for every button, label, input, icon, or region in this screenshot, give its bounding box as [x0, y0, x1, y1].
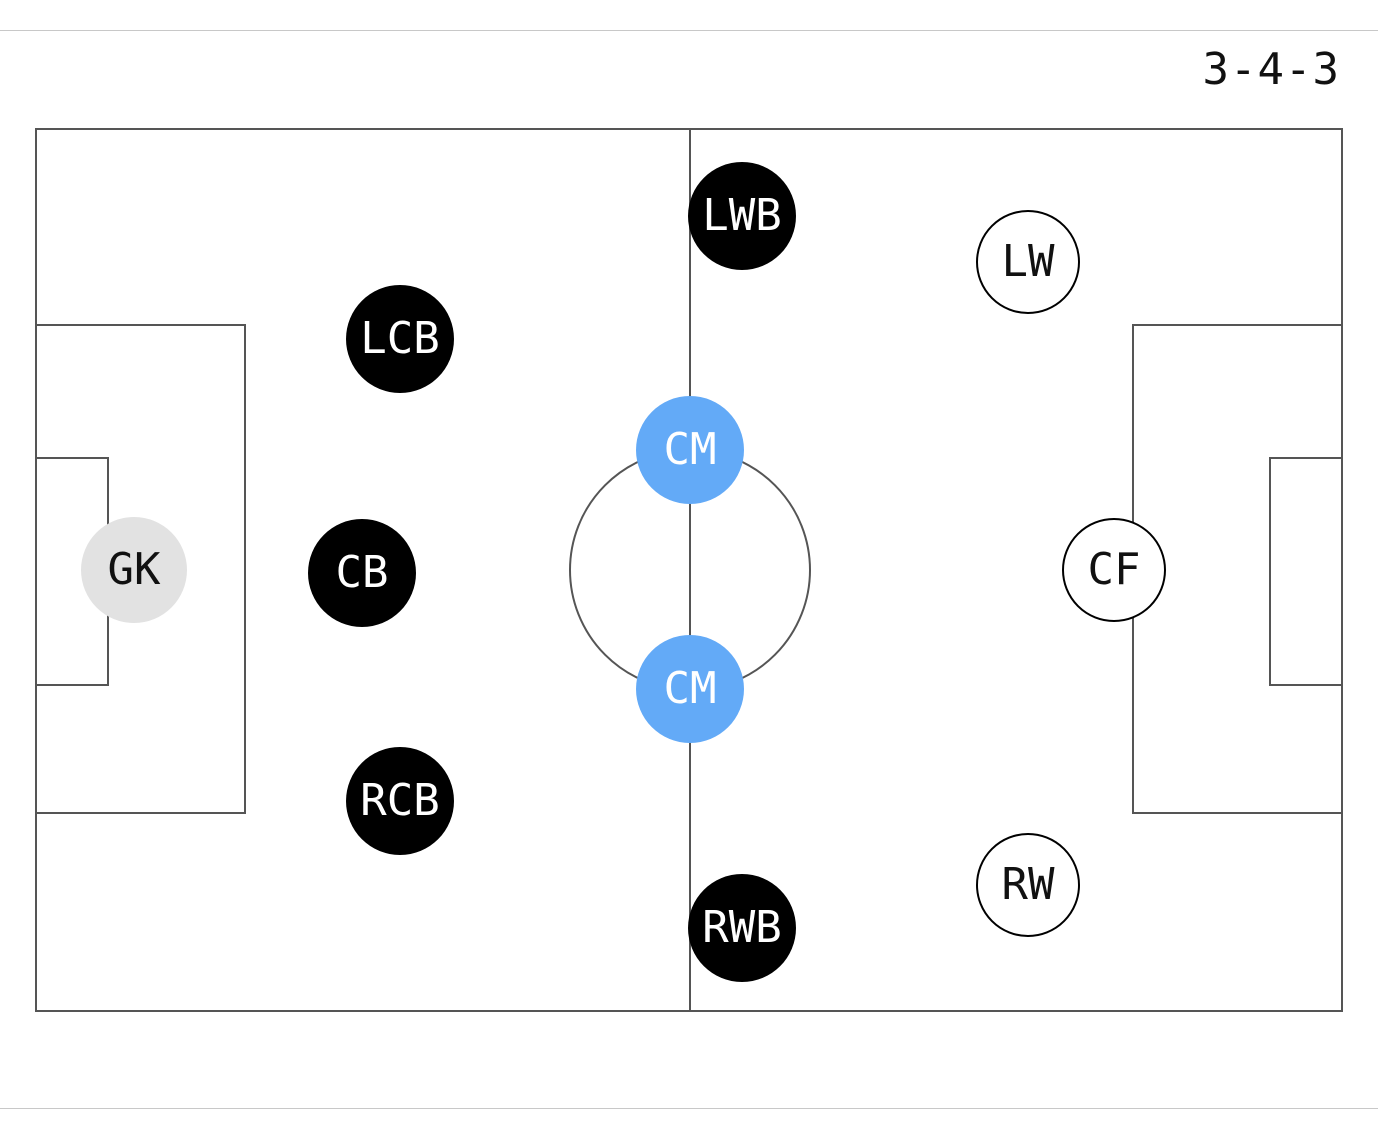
player-circle: [688, 162, 796, 270]
player-marker-gk-0: GK: [81, 517, 187, 623]
player-circle: [688, 874, 796, 982]
player-label: RWB: [702, 902, 781, 953]
player-marker-lcb-1: LCB: [346, 285, 454, 393]
formation-title: 3-4-3: [1202, 44, 1340, 95]
player-label: GK: [108, 544, 161, 595]
player-label: CM: [664, 424, 717, 475]
player-label: CF: [1088, 544, 1141, 595]
player-circle: [308, 519, 416, 627]
player-marker-cm-6: CM: [636, 635, 744, 743]
player-label: RW: [1002, 859, 1055, 910]
top-divider: [0, 30, 1378, 31]
player-label: LWB: [702, 190, 781, 241]
player-marker-lwb-4: LWB: [688, 162, 796, 270]
player-circle: [636, 396, 744, 504]
players-layer: GK LCB CB RCB LWB CM CM RWB LW CF RW: [81, 162, 1166, 982]
player-circle: [1062, 518, 1166, 622]
player-label: CM: [664, 663, 717, 714]
bottom-divider: [0, 1108, 1378, 1109]
player-circle: [636, 635, 744, 743]
player-marker-cm-5: CM: [636, 396, 744, 504]
player-label: LCB: [360, 313, 439, 364]
player-circle: [976, 833, 1080, 937]
player-circle: [346, 747, 454, 855]
player-marker-cf-9: CF: [1062, 518, 1166, 622]
player-marker-rw-10: RW: [976, 833, 1080, 937]
player-circle: [81, 517, 187, 623]
player-marker-lw-8: LW: [976, 210, 1080, 314]
player-label: RCB: [360, 775, 439, 826]
player-marker-rwb-7: RWB: [688, 874, 796, 982]
player-marker-cb-2: CB: [308, 519, 416, 627]
player-label: CB: [336, 547, 389, 598]
player-circle: [976, 210, 1080, 314]
player-circle: [346, 285, 454, 393]
player-marker-rcb-3: RCB: [346, 747, 454, 855]
player-label: LW: [1002, 236, 1055, 287]
right-goal-box: [1269, 457, 1343, 686]
